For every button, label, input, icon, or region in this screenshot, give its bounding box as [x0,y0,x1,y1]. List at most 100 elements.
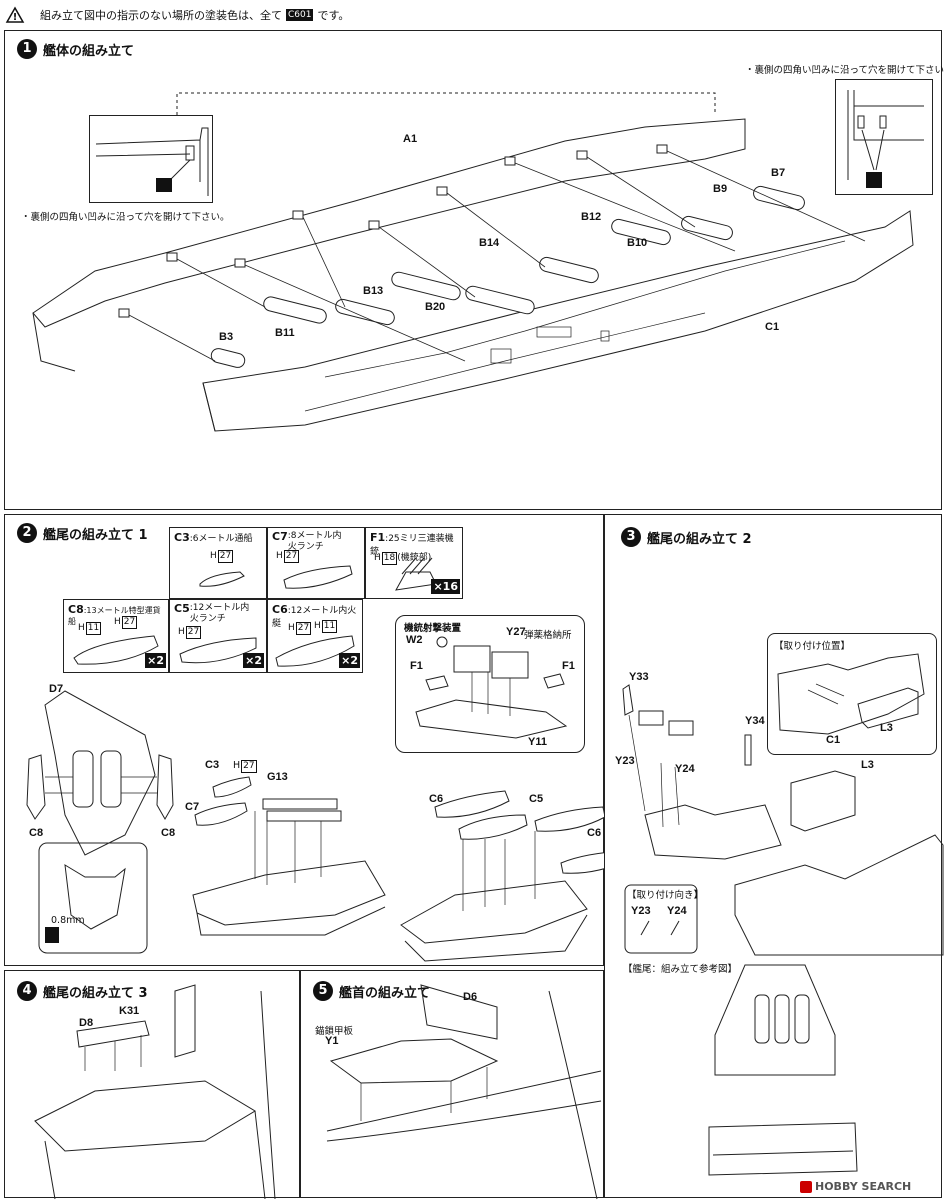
label-A1: A1 [403,133,418,145]
boat-c5-drawing [179,637,257,664]
boat-desc: :13メートル特型運貨船 [68,606,161,626]
top-notice: ! 組み立て図中の指示のない場所の塗装色は、全て C601 です。 [5,4,350,26]
paint-letter: H [374,553,381,563]
step3-header: 3 艦尾の組み立て 2 [621,527,752,547]
label-C8-left: C8 [29,827,44,839]
label-F1a: F1 [410,660,423,672]
boat-c6-drawing [275,635,355,667]
paint-number: 11 [85,622,102,635]
multiplier-badge: ×2 [145,653,166,668]
label-B20: B20 [425,301,446,313]
paint-letter: H [210,551,217,561]
drill-size: 0.8mm [51,915,85,926]
step1-number: 1 [17,39,37,59]
label-Y27: Y27 [506,626,526,638]
paint-number: 27 [185,626,202,639]
paint-extra: (機銃部) [397,553,432,563]
label-C1: C1 [826,734,841,746]
label-C8-right: C8 [161,827,176,839]
y1-desc: 錨鎖甲板 [315,1026,354,1037]
step1-note-left: ・裏側の四角い凹みに沿って穴を開けて下さい。 [21,212,230,223]
step3-title: 艦尾の組み立て 2 [647,531,752,547]
boat-desc: :12メートル内火ランチ [189,603,250,624]
boat-c8-drawing [73,635,159,665]
step4-frame: 4 艦尾の組み立て 3 K31 D8 [4,970,300,1200]
boat-c7-drawing [283,565,353,589]
orientation-title: 【取り付け向き】 [627,890,704,901]
detail-drawing [415,636,568,739]
step5-number: 5 [313,981,333,1001]
label-G13: G13 [267,771,288,783]
multiplier-badge: ×2 [243,653,264,668]
step5-frame: 5 艦首の組み立て D6 錨鎖甲板 Y1 [300,970,604,1200]
label-L3-main: L3 [861,759,874,771]
label-Y11: Y11 [528,736,547,748]
label-F1b: F1 [562,660,575,672]
step4-title: 艦尾の組み立て 3 [43,985,148,1001]
watermark-logo-icon [800,1180,812,1193]
label-B14: B14 [479,237,500,249]
label-C5: C5 [529,793,544,805]
label-Y1: Y1 [325,1035,339,1047]
paint-letter: H [78,623,85,633]
label-B9: B9 [713,183,728,195]
step3-frame: 3 艦尾の組み立て 2 【取り付け位置】 C1 L3 Y33 Y34 Y23 Y… [604,514,944,1198]
position-title: 【取り付け位置】 [774,641,851,652]
multiplier-badge: ×2 [339,653,360,668]
label-D7: D7 [49,683,64,695]
warning-icon: ! [5,6,25,23]
paint-letter: H [276,551,283,561]
notice-text-after: です。 [317,9,350,22]
boat-desc: :12メートル内火艇 [272,606,357,629]
label-B10: B10 [627,237,648,249]
paint-letter: H [114,617,121,627]
position-drawing [777,653,925,735]
watermark: HOBBY SEARCH [800,1180,911,1193]
label-C6-right: C6 [587,827,602,839]
label-B13: B13 [363,285,384,297]
label-Y33: Y33 [629,671,649,683]
step4-header: 4 艦尾の組み立て 3 [17,981,148,1001]
label-L3: L3 [880,722,893,734]
step2-title: 艦尾の組み立て 1 [43,527,148,543]
label-D6: D6 [463,991,478,1003]
paint-number: 11 [321,620,338,633]
step3-assembly-drawing [622,684,944,1176]
label-C7: C7 [185,801,200,813]
hull-assembly-drawing [32,92,914,432]
step5-assembly-drawing [326,984,602,1200]
step1-title: 艦体の組み立て [43,43,135,59]
boat-desc: :8メートル内火ランチ [287,531,342,552]
reference-title: 【艦尾：組み立て参考図】 [623,964,738,975]
step1-right-inset [835,79,933,195]
step1-left-inset [89,115,213,203]
multiplier-badge: ×16 [431,579,460,594]
label-Y23-orient: Y23 [631,905,651,917]
boat-desc: :25ミリ三連装機銃 [370,534,454,557]
detail-title: 機銃射撃装置 [404,623,462,634]
label-B7: B7 [771,167,786,179]
paint-number: 27 [283,550,300,563]
paint-number: 27 [295,622,312,635]
hull-inset-right-drawing [847,90,924,180]
step2-number: 2 [17,523,37,543]
drill-icon [156,178,172,192]
boat-desc: :6メートル通船 [189,534,253,544]
paint-letter: H [288,623,295,633]
paint-letter: H [314,621,321,631]
label-Y34: Y34 [745,715,765,727]
label-D8: D8 [79,1017,94,1029]
gun-f1-drawing [395,557,437,591]
boat-code: C6 [272,603,288,616]
step4-assembly-drawing [34,984,276,1200]
label-Y24-orient: Y24 [667,905,687,917]
label-Y24: Y24 [675,763,695,775]
label-C1: C1 [765,321,780,333]
step1-note-right: ・裏側の四角い凹みに沿って穴を開けて下さい。 [745,65,944,76]
